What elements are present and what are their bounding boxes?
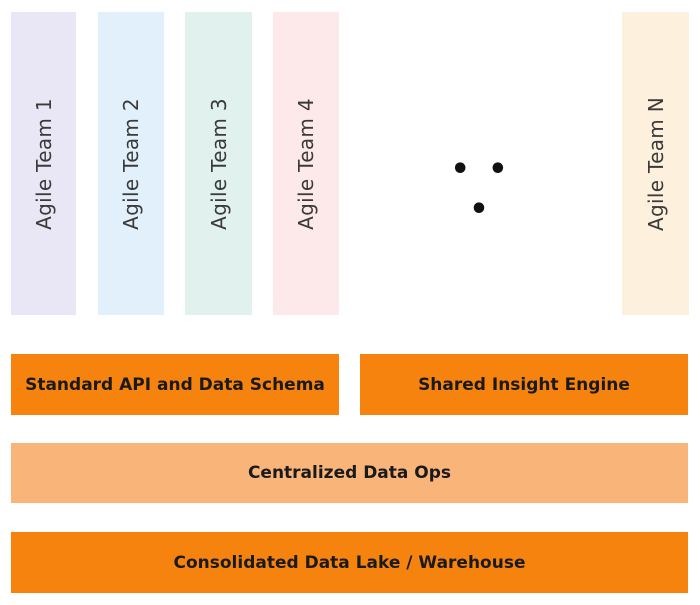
agile-team-3-column: Agile Team 3 [185,12,252,315]
agile-team-n-column: Agile Team N [622,12,689,315]
shared-insight-engine-label: Shared Insight Engine [418,374,630,395]
agile-team-3-label: Agile Team 3 [206,97,231,230]
more-teams-ellipsis: • • • [450,152,512,227]
standard-api-layer: Standard API and Data Schema [11,354,339,415]
shared-insight-engine-layer: Shared Insight Engine [360,354,688,415]
agile-team-2-column: Agile Team 2 [98,12,164,315]
centralized-data-ops-label: Centralized Data Ops [247,463,452,483]
data-lake-warehouse-label: Consolidated Data Lake / Warehouse [173,552,526,573]
agile-team-2-label: Agile Team 2 [119,97,143,230]
agile-team-4-column: Agile Team 4 [273,12,339,315]
centralized-data-ops-layer: Centralized Data Ops [11,443,688,503]
agile-team-1-label: Agile Team 1 [31,97,56,230]
agile-team-4-label: Agile Team 4 [294,97,318,230]
data-lake-warehouse-layer: Consolidated Data Lake / Warehouse [11,532,688,593]
agile-team-n-label: Agile Team N [643,96,668,231]
agile-team-1-column: Agile Team 1 [11,12,76,315]
standard-api-label: Standard API and Data Schema [25,374,325,395]
